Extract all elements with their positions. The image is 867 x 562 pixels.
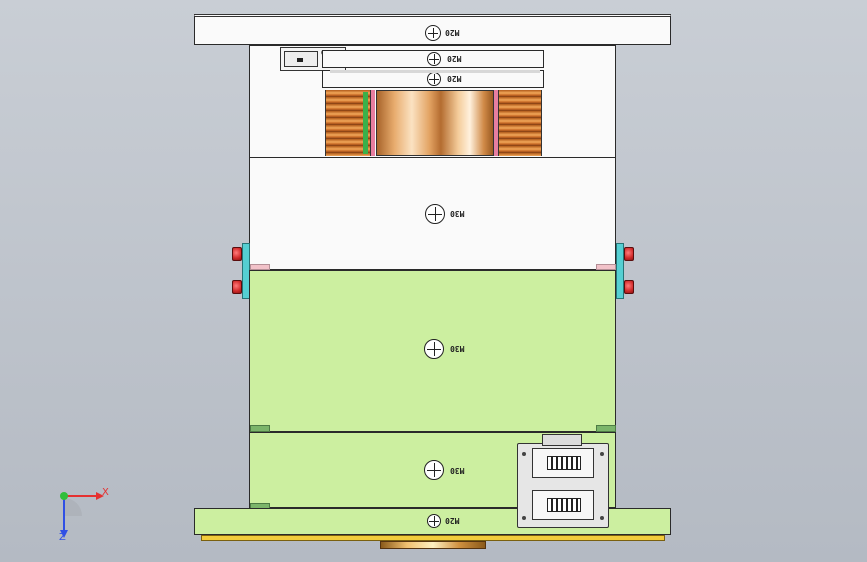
bolt-label: M30 — [450, 466, 465, 475]
bolt-label: M20 — [447, 74, 462, 83]
axis-label-z: Z — [59, 532, 66, 543]
pad-green-left — [250, 425, 270, 432]
pad-lower-right — [596, 264, 616, 270]
top-clamp-plate[interactable]: M20 — [194, 14, 671, 45]
spring-seal-left — [371, 90, 375, 156]
connector-icon[interactable] — [532, 490, 594, 520]
bolt-label: M30 — [450, 344, 465, 353]
b-plate[interactable]: M30 — [249, 270, 616, 432]
spring-right — [498, 90, 542, 156]
ejector-plate-1[interactable]: M20 — [322, 50, 544, 68]
spring-guide-left — [363, 92, 368, 154]
bolt-label: M20 — [445, 28, 460, 37]
spring-seal-right — [494, 90, 498, 156]
locating-ring — [380, 541, 486, 549]
bolt-label: M20 — [445, 516, 460, 525]
guide-pin-right-bottom[interactable] — [624, 280, 634, 294]
a-plate[interactable]: M30 — [249, 157, 616, 270]
axis-label-x: X — [102, 487, 109, 498]
center-column — [376, 90, 494, 156]
bolt-icon — [427, 72, 441, 86]
bolt-icon — [425, 204, 445, 224]
base-rail — [201, 535, 665, 541]
bolt-label: M30 — [450, 209, 465, 218]
bolt-icon — [427, 514, 441, 528]
connector-housing[interactable] — [517, 434, 609, 528]
bolt-icon — [425, 25, 441, 41]
bolt-label: M20 — [447, 54, 462, 63]
pad-green-right — [596, 425, 616, 432]
bolt-icon — [427, 52, 441, 66]
bolt-icon — [424, 460, 444, 480]
connector-icon[interactable] — [532, 448, 594, 478]
pad-lower-left — [250, 264, 270, 270]
guide-pin-right-top[interactable] — [624, 247, 634, 261]
guide-bar-right — [616, 243, 624, 299]
bolt-icon — [424, 339, 444, 359]
guide-pin-left-bottom[interactable] — [232, 280, 242, 294]
connector-hood — [542, 434, 582, 446]
ejector-rod — [330, 70, 540, 73]
axis-triad-icon: X Z — [40, 480, 110, 550]
guide-pin-left-top[interactable] — [232, 247, 242, 261]
